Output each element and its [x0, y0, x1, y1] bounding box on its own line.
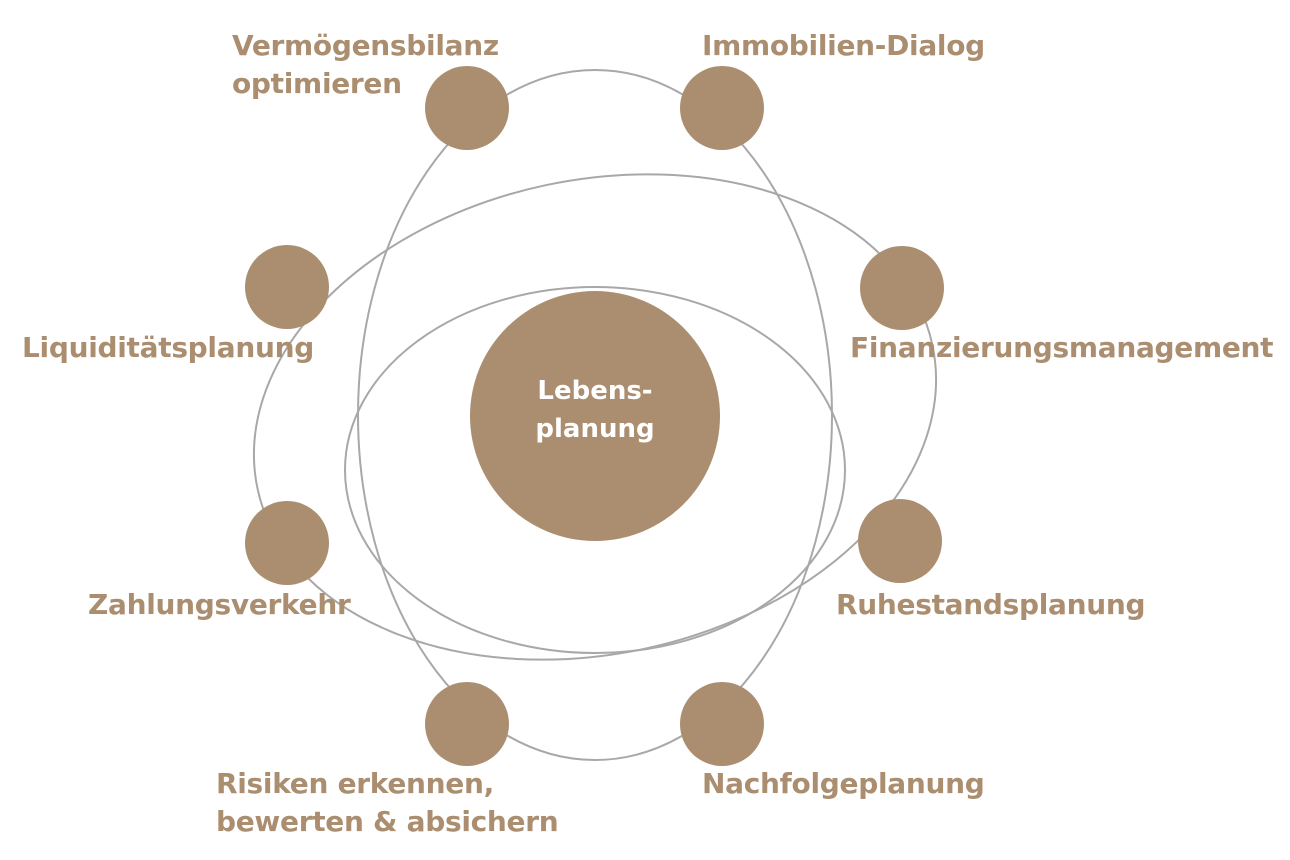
label-nachfolge-line-1: Nachfolgeplanung: [702, 767, 985, 800]
center-node: [470, 291, 720, 541]
label-liquiditaet-line-1: Liquiditätsplanung: [22, 331, 314, 364]
label-risiken-line-1: Risiken erkennen,: [216, 767, 494, 800]
node-liquiditaet: [245, 245, 329, 329]
node-nachfolge: [680, 682, 764, 766]
center-label-line-1: Lebens-: [537, 376, 653, 406]
label-vermoegensbilanz-line-1: Vermögensbilanz: [232, 29, 499, 62]
node-zahlungsverkehr: [245, 501, 329, 585]
label-risiken-line-2: bewerten & absichern: [216, 805, 559, 838]
label-immobilien: Immobilien-Dialog: [702, 27, 985, 65]
node-ruhestand: [858, 499, 942, 583]
orbit-ring-vertical: [357, 69, 833, 761]
label-vermoegensbilanz-line-2: optimieren: [232, 67, 402, 100]
label-ruhestand: Ruhestandsplanung: [836, 586, 1146, 624]
label-ruhestand-line-1: Ruhestandsplanung: [836, 588, 1146, 621]
node-vermoegensbilanz: [425, 66, 509, 150]
label-immobilien-line-1: Immobilien-Dialog: [702, 29, 985, 62]
label-liquiditaet: Liquiditätsplanung: [22, 329, 314, 367]
label-risiken: Risiken erkennen, bewerten & absichern: [216, 765, 559, 841]
center-label-line-2: planung: [535, 414, 655, 444]
node-finanzierung: [860, 246, 944, 330]
label-nachfolge: Nachfolgeplanung: [702, 765, 985, 803]
label-finanzierung: Finanzierungsmanagement: [850, 329, 1274, 367]
label-zahlungsverkehr: Zahlungsverkehr: [88, 586, 351, 624]
label-zahlungsverkehr-line-1: Zahlungsverkehr: [88, 588, 351, 621]
center-label: Lebens- planung: [470, 372, 720, 448]
label-finanzierung-line-1: Finanzierungsmanagement: [850, 331, 1274, 364]
node-risiken: [425, 682, 509, 766]
orbit-ring-lower: [344, 286, 846, 654]
label-vermoegensbilanz: Vermögensbilanz optimieren: [232, 27, 499, 103]
node-immobilien: [680, 66, 764, 150]
